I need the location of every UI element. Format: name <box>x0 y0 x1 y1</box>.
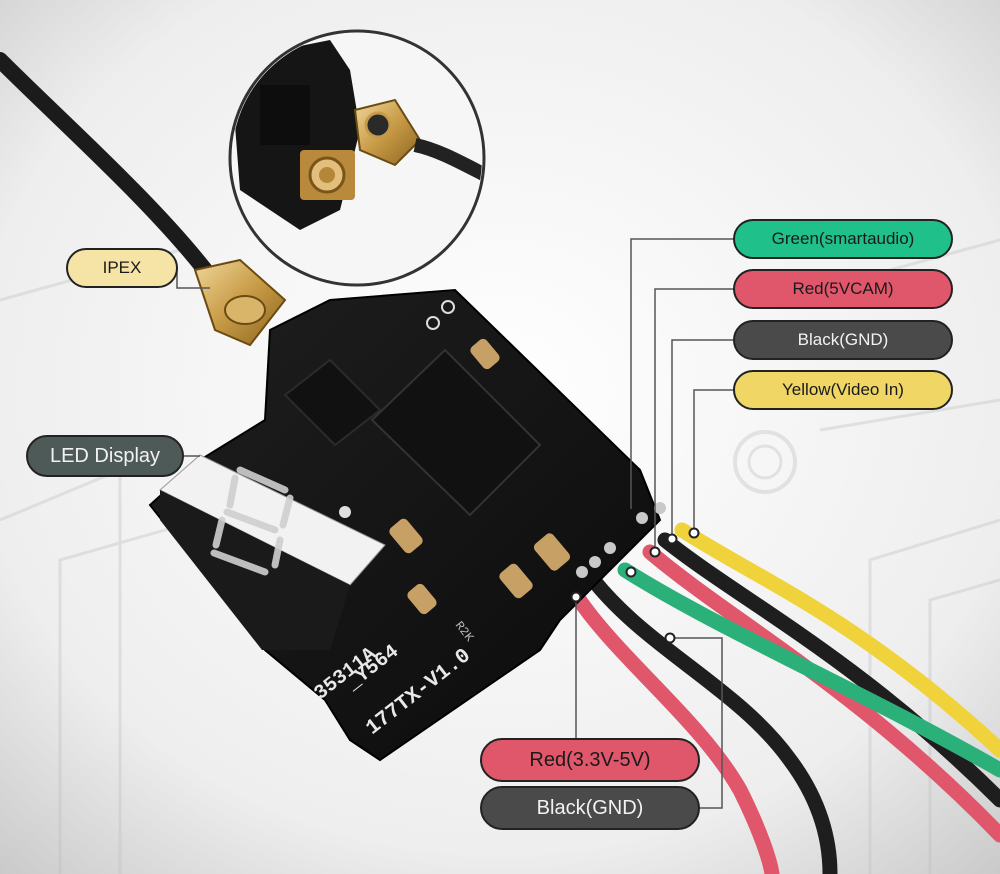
label-green-smartaudio-text: Green(smartaudio) <box>771 229 915 248</box>
capacitor <box>407 583 437 615</box>
antenna-cable <box>0 52 213 278</box>
label-black-gnd-top: Black(GND) <box>733 320 953 360</box>
ipex-connector <box>193 258 287 347</box>
label-red-5vcam: Red(5VCAM) <box>733 269 953 309</box>
seven-segment-digit <box>210 466 294 576</box>
label-black-gnd-top-text: Black(GND) <box>797 330 889 349</box>
background-tech-pattern <box>0 238 1000 874</box>
wire-bundle <box>570 522 1000 874</box>
led-display-module <box>159 454 386 586</box>
label-red-3v3-5v-text: Red(3.3V-5V) <box>529 748 651 771</box>
label-yellow-video-in-text: Yellow(Video In) <box>782 380 904 399</box>
label-yellow-video-in: Yellow(Video In) <box>733 370 953 410</box>
leader-lines <box>176 238 733 809</box>
small-chip <box>283 358 382 447</box>
label-black-gnd-bottom: Black(GND) <box>480 786 700 830</box>
leader-dots <box>570 527 700 644</box>
vtx-board: 35311A _Y564 177TX-V1.0 R2K <box>148 288 666 762</box>
yellow-wire <box>674 522 1000 758</box>
green-wire <box>617 562 1000 778</box>
label-red-3v3-5v: Red(3.3V-5V) <box>480 738 700 782</box>
label-red-5vcam-text: Red(5VCAM) <box>792 279 894 298</box>
capacitor <box>470 338 500 370</box>
label-ipex-text: IPEX <box>102 258 142 277</box>
mount-hole <box>441 300 455 314</box>
red-wire-lower <box>570 590 780 874</box>
label-led-display-text: LED Display <box>49 444 161 467</box>
mount-hole <box>426 316 440 330</box>
zoom-inset <box>228 29 486 287</box>
black-wire-lower <box>587 574 838 874</box>
label-ipex: IPEX <box>66 248 178 288</box>
solder-pads <box>576 502 666 578</box>
label-green-smartaudio: Green(smartaudio) <box>733 219 953 259</box>
main-chip <box>370 348 542 517</box>
capacitor <box>499 563 533 599</box>
label-led-display: LED Display <box>26 435 184 477</box>
capacitor <box>389 518 423 554</box>
capacitor <box>533 533 571 571</box>
label-black-gnd-bottom-text: Black(GND) <box>536 796 644 819</box>
decimal-point <box>339 506 351 518</box>
